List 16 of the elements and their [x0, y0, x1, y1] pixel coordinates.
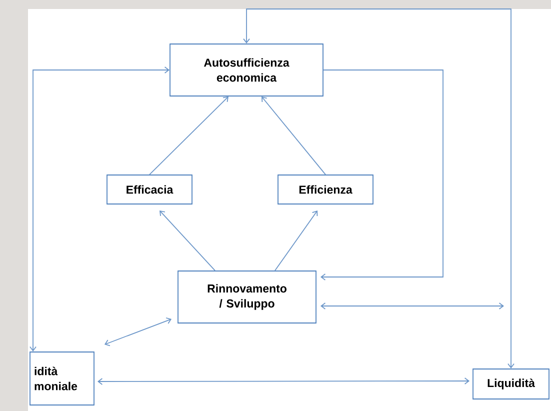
process-box: Liquidità — [472, 368, 550, 400]
arrow — [104, 317, 172, 346]
process-box: Efficienza — [278, 174, 374, 204]
arrow — [149, 96, 228, 175]
arrow — [262, 96, 326, 175]
arrow — [243, 8, 514, 369]
process-box: Rinnovamento / Sviluppo — [178, 270, 316, 324]
arrow — [30, 66, 170, 352]
process-box: Autosufficienza economica — [170, 44, 324, 96]
arrow — [320, 302, 504, 310]
arrow — [97, 378, 470, 385]
process-box: idità moniale — [30, 352, 94, 406]
arrow — [274, 210, 318, 271]
arrow — [160, 210, 216, 271]
arrow — [320, 70, 444, 280]
process-box: Efficacia — [106, 174, 192, 204]
